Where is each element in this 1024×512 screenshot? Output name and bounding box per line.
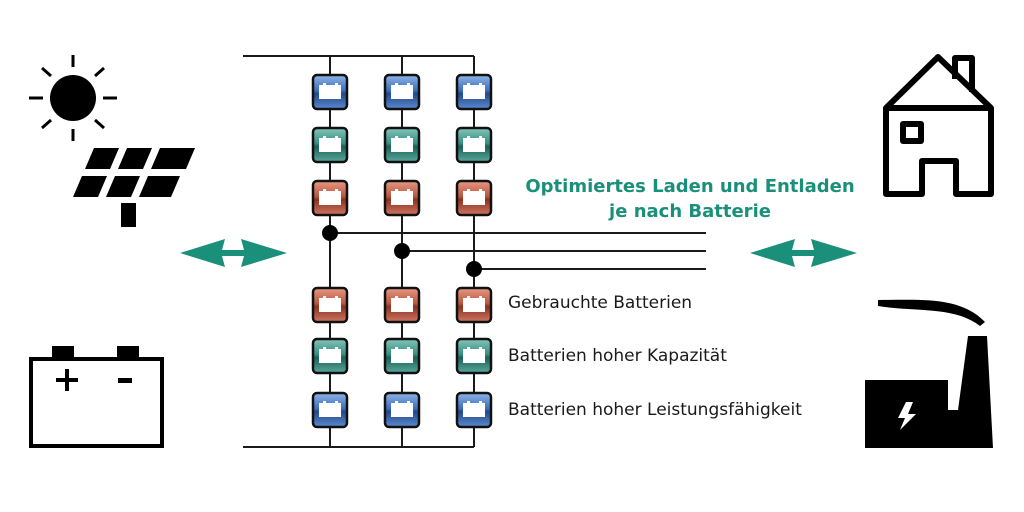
battery-tile-power [383, 391, 421, 429]
junction-dot-3 [466, 261, 482, 277]
wiring [243, 55, 706, 448]
bidirectional-arrow-icon [180, 239, 287, 267]
battery-tile-used [311, 286, 349, 324]
bidirectional-arrow-icon [750, 239, 857, 267]
battery-glyph-icon [391, 85, 413, 99]
battery-glyph-icon [391, 191, 413, 205]
house-icon [883, 54, 994, 197]
legend-label-capacity: Batterien hoher Kapazität [508, 346, 727, 366]
headline: Optimiertes Laden und Entladen je nach B… [490, 174, 890, 224]
junction-dot-1 [322, 225, 338, 241]
battery-glyph-icon [319, 191, 341, 205]
legend-label-used: Gebrauchte Batterien [508, 293, 693, 313]
battery-glyph-icon [391, 298, 413, 312]
battery-tile-capacity [455, 337, 493, 375]
battery-glyph-icon [463, 191, 485, 205]
battery-glyph-icon [463, 349, 485, 363]
battery-glyph-icon [463, 85, 485, 99]
battery-tile-used [383, 179, 421, 217]
battery-glyph-icon [319, 349, 341, 363]
battery-tile-power [311, 73, 349, 111]
battery-glyph-icon [463, 138, 485, 152]
junction-dot-2 [394, 243, 410, 259]
battery-icon [29, 346, 164, 448]
battery-tiles [311, 73, 493, 429]
battery-tile-power [383, 73, 421, 111]
battery-tile-power [311, 391, 349, 429]
battery-glyph-icon [319, 138, 341, 152]
minus-terminal-icon [118, 378, 132, 383]
battery-tile-capacity [383, 337, 421, 375]
battery-tile-used [311, 179, 349, 217]
battery-glyph-icon [391, 403, 413, 417]
battery-tile-used [455, 286, 493, 324]
battery-tile-capacity [383, 126, 421, 164]
battery-tile-capacity [311, 126, 349, 164]
battery-tile-used [455, 179, 493, 217]
plus-terminal-icon [56, 369, 78, 391]
solar-panel-icon [73, 148, 195, 227]
battery-glyph-icon [463, 298, 485, 312]
battery-tile-power [455, 391, 493, 429]
battery-glyph-icon [319, 403, 341, 417]
lightning-bolt-icon [898, 402, 916, 430]
sun-icon [29, 55, 117, 141]
battery-glyph-icon [391, 349, 413, 363]
battery-tile-capacity [311, 337, 349, 375]
battery-glyph-icon [391, 138, 413, 152]
legend-label-power: Batterien hoher Leistungsfähigkeit [508, 400, 802, 420]
power-plant-icon [865, 299, 993, 448]
battery-tile-used [383, 286, 421, 324]
headline-line-1: Optimiertes Laden und Entladen [525, 176, 855, 197]
battery-tile-power [455, 73, 493, 111]
battery-glyph-icon [319, 85, 341, 99]
headline-line-2: je nach Batterie [609, 201, 771, 222]
battery-glyph-icon [319, 298, 341, 312]
battery-glyph-icon [463, 403, 485, 417]
battery-tile-capacity [455, 126, 493, 164]
